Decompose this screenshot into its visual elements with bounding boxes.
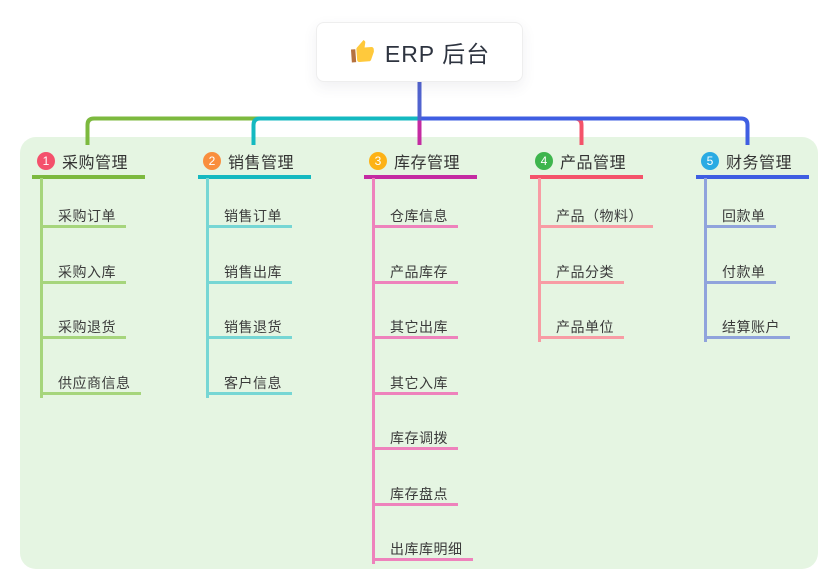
branch-children-line: [704, 178, 707, 342]
branch-number-badge: 5: [701, 152, 719, 170]
child-node-stock-transfer[interactable]: 库存调拨: [372, 425, 458, 450]
branch-children-line: [40, 178, 43, 398]
branch-node-purchase[interactable]: 1 采购管理: [32, 147, 145, 179]
branch-number-badge: 2: [203, 152, 221, 170]
child-node-product-unit[interactable]: 产品单位: [538, 314, 624, 339]
child-node-purchase-return[interactable]: 采购退货: [40, 314, 126, 339]
child-node-stock-count[interactable]: 库存盘点: [372, 481, 458, 506]
thumb-cuff: [350, 49, 357, 63]
branch-node-inventory[interactable]: 3 库存管理: [364, 147, 477, 179]
root-node-label: ERP 后台: [384, 41, 491, 67]
child-node-sales-outbound[interactable]: 销售出库: [206, 259, 292, 284]
child-node-settlement-account[interactable]: 结算账户: [704, 314, 790, 339]
child-node-payment-bill[interactable]: 付款单: [704, 259, 776, 284]
child-node-product-material[interactable]: 产品（物料）: [538, 203, 653, 228]
branch-children-line: [206, 178, 209, 398]
child-node-other-outbound[interactable]: 其它出库: [372, 314, 458, 339]
child-node-customer-info[interactable]: 客户信息: [206, 370, 292, 395]
branch-children-line: [538, 178, 541, 342]
child-node-purchase-inbound[interactable]: 采购入库: [40, 259, 126, 284]
root-node[interactable]: ERP 后台: [316, 22, 523, 82]
branch-number-badge: 3: [369, 152, 387, 170]
child-node-receipt-bill[interactable]: 回款单: [704, 203, 776, 228]
child-node-outbound-detail[interactable]: 出库库明细: [372, 536, 473, 561]
child-node-product-category[interactable]: 产品分类: [538, 259, 624, 284]
branch-label: 销售管理: [228, 155, 295, 172]
thumb-hand: [356, 39, 374, 62]
branch-label: 财务管理: [726, 155, 793, 172]
thumbs-up-icon: [350, 39, 374, 63]
child-node-sales-order[interactable]: 销售订单: [206, 203, 292, 228]
child-node-warehouse-info[interactable]: 仓库信息: [372, 203, 458, 228]
child-node-other-inbound[interactable]: 其它入库: [372, 370, 458, 395]
child-node-purchase-order[interactable]: 采购订单: [40, 203, 126, 228]
branch-number-badge: 1: [37, 152, 55, 170]
branch-node-sales[interactable]: 2 销售管理: [198, 147, 311, 179]
branch-label: 产品管理: [560, 155, 627, 172]
branch-label: 采购管理: [62, 155, 129, 172]
branch-node-finance[interactable]: 5 财务管理: [696, 147, 809, 179]
branch-number-badge: 4: [535, 152, 553, 170]
branch-node-product[interactable]: 4 产品管理: [530, 147, 643, 179]
child-node-sales-return[interactable]: 销售退货: [206, 314, 292, 339]
branch-label: 库存管理: [394, 155, 461, 172]
child-node-product-stock[interactable]: 产品库存: [372, 259, 458, 284]
branches-panel: [20, 137, 818, 569]
child-node-supplier-info[interactable]: 供应商信息: [40, 370, 141, 395]
branch-children-line: [372, 178, 375, 564]
